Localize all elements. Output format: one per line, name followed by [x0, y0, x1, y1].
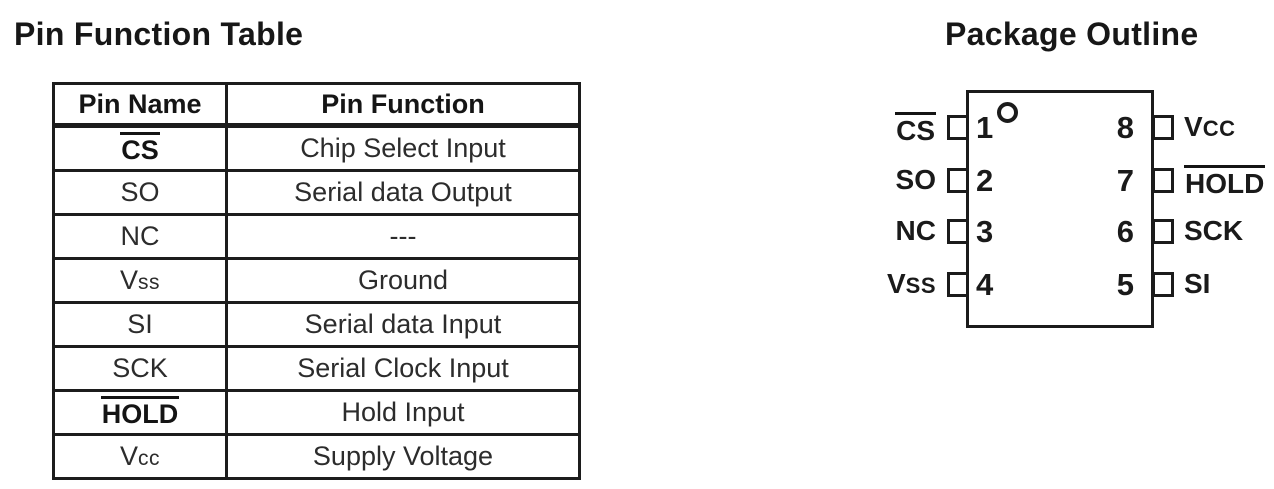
table-row-sck: SCK Serial Clock Input: [52, 345, 581, 392]
pin-function-cell: Serial data Output: [225, 169, 581, 216]
pin-name-cell: SCK: [52, 345, 228, 392]
pin-name-so: SO: [120, 177, 160, 207]
column-header-pin-name: Pin Name: [52, 82, 228, 128]
package-body: [966, 90, 1154, 328]
pin-name-cell: HOLD: [52, 389, 228, 436]
pin-number-4: 4: [976, 267, 994, 302]
pin1-indicator-icon: [997, 102, 1018, 123]
pin-number-2: 2: [976, 163, 994, 198]
pin-pad-icon-4: [947, 272, 969, 297]
pin-function-cell: Chip Select Input: [225, 124, 581, 172]
pin-number-3: 3: [976, 214, 994, 249]
pin-name-cell: CS: [52, 124, 228, 172]
pin-name-cs: CS: [120, 131, 160, 164]
pin-function-cell: Serial data Input: [225, 301, 581, 348]
pin-label-hold: HOLD: [1184, 165, 1266, 199]
table-row-cs: CS Chip Select Input: [52, 124, 581, 172]
pin-number-1: 1: [976, 110, 994, 145]
pin-name-nc: NC: [120, 221, 160, 251]
pin-label-sck: SCK: [1184, 215, 1244, 246]
pin-name-cell: Vss: [52, 257, 228, 304]
pin-name-cell: SI: [52, 301, 228, 348]
table-row-nc: NC ---: [52, 213, 581, 260]
table-row-vss: Vss Ground: [52, 257, 581, 304]
pin-pad-icon-8: [1152, 115, 1174, 140]
pin-label-so: SO: [895, 164, 936, 195]
pin-name-hold: HOLD: [100, 395, 180, 428]
pin-function-table-title: Pin Function Table: [14, 16, 304, 52]
pin-number-5: 5: [1116, 267, 1134, 302]
pin-label-cs: CS: [838, 112, 936, 146]
pin-function-cell: Ground: [225, 257, 581, 304]
pin-pad-icon-5: [1152, 272, 1174, 297]
pin-label-vcc: VCC: [1184, 111, 1236, 142]
pin-label-si: SI: [1184, 268, 1211, 299]
column-header-pin-function: Pin Function: [225, 82, 581, 128]
pin-name-cell: NC: [52, 213, 228, 260]
pin-name-vss: Vss: [119, 265, 160, 295]
pin-number-8: 8: [1116, 110, 1134, 145]
package-outline-title: Package Outline: [945, 16, 1199, 52]
pin-label-vss: VSS: [886, 268, 936, 299]
pin-function-cell: ---: [225, 213, 581, 260]
table-row-so: SO Serial data Output: [52, 169, 581, 216]
pin-pad-icon-1: [947, 115, 969, 140]
pin-function-cell: Hold Input: [225, 389, 581, 436]
pin-number-6: 6: [1116, 214, 1134, 249]
table-row-vcc: Vcc Supply Voltage: [52, 433, 581, 480]
pin-function-cell: Supply Voltage: [225, 433, 581, 480]
pin-name-cell: SO: [52, 169, 228, 216]
table-row-hold: HOLD Hold Input: [52, 389, 581, 436]
pin-pad-icon-2: [947, 168, 969, 193]
pin-name-si: SI: [127, 309, 153, 339]
pin-name-cell: Vcc: [52, 433, 228, 480]
pin-pad-icon-3: [947, 219, 969, 244]
pin-name-sck: SCK: [112, 353, 168, 383]
table-header-row: Pin Name Pin Function: [52, 82, 581, 128]
pin-number-7: 7: [1116, 163, 1134, 198]
pin-pad-icon-7: [1152, 168, 1174, 193]
pin-function-table: Pin Name Pin Function CS Chip Select Inp…: [52, 82, 581, 480]
pin-label-nc: NC: [895, 215, 936, 246]
pin-function-cell: Serial Clock Input: [225, 345, 581, 392]
table-row-si: SI Serial data Input: [52, 301, 581, 348]
pin-name-vcc: Vcc: [119, 441, 160, 471]
pin-pad-icon-6: [1152, 219, 1174, 244]
